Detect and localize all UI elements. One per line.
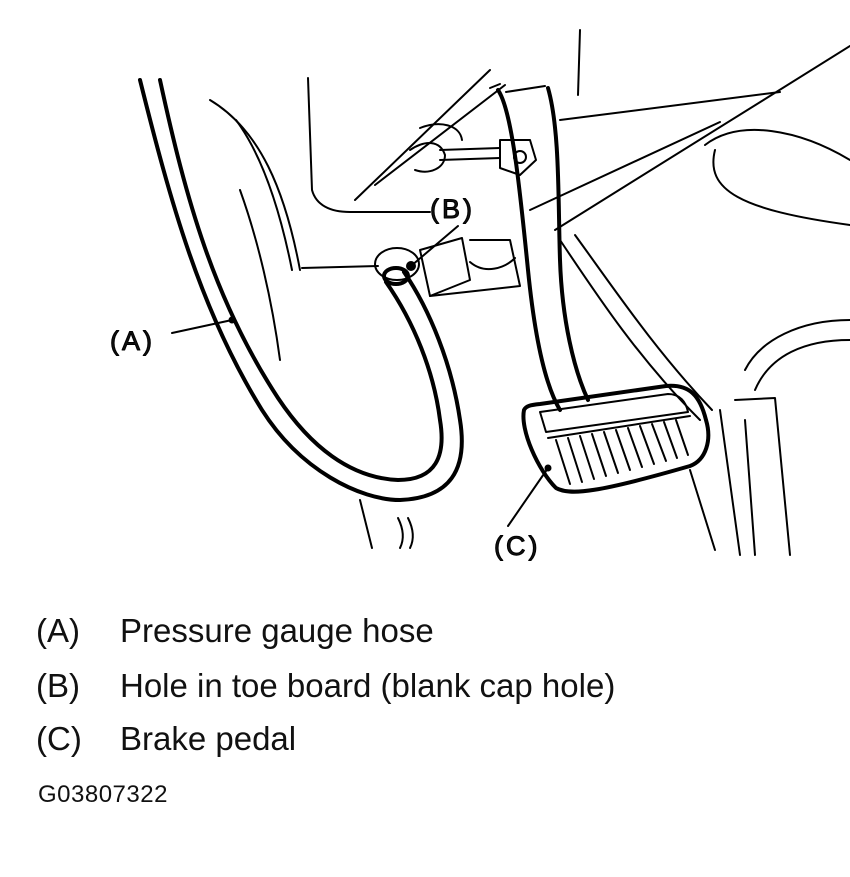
toe-board-hole xyxy=(374,237,521,297)
legend-key-a: (A) xyxy=(36,612,80,649)
brake-pedal-illustration: (A) (B) (C) xyxy=(110,29,850,562)
pedal-pad-ribs xyxy=(555,419,689,485)
figure-id: G03807322 xyxy=(38,781,168,808)
legend-item-c: (C) Brake pedal xyxy=(36,719,296,759)
legend-item-a: (A) Pressure gauge hose xyxy=(36,611,434,651)
legend-item-b: (B) Hole in toe board (blank cap hole) xyxy=(36,666,615,706)
callout-a-label: (A) xyxy=(110,326,155,356)
brake-pedal xyxy=(496,85,711,494)
pressure-gauge-hose xyxy=(138,78,464,502)
legend-key-c: (C) xyxy=(36,720,82,757)
legend-key-b: (B) xyxy=(36,667,80,704)
legend-text-b: Hole in toe board (blank cap hole) xyxy=(120,667,616,704)
legend-text-a: Pressure gauge hose xyxy=(120,612,434,649)
legend-text-c: Brake pedal xyxy=(120,720,297,757)
callout-leaders xyxy=(171,211,552,527)
callout-c-label: (C) xyxy=(494,531,540,561)
vehicle-body-lines xyxy=(209,29,850,556)
callout-b-label: (B) xyxy=(430,194,475,224)
